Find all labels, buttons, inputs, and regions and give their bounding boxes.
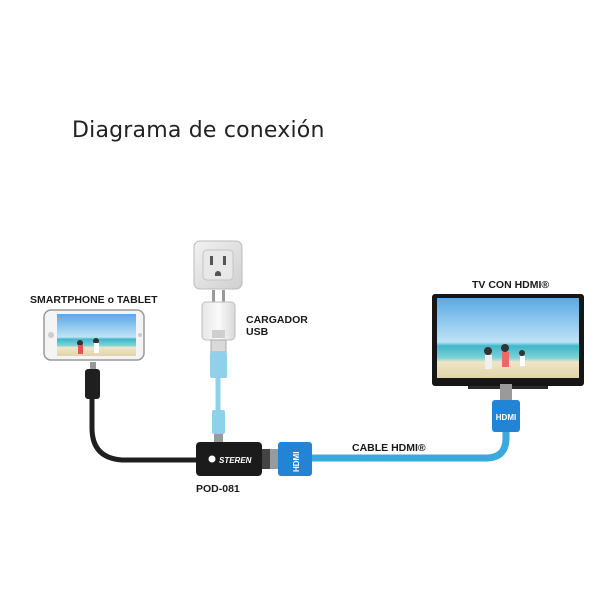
otg-cable <box>89 395 199 463</box>
tv-label: TV CON HDMI® <box>472 279 550 291</box>
smartphone-icon <box>43 309 145 361</box>
charger-label-line2: USB <box>246 326 269 338</box>
hdmi-plug-adapter-text: HDMI <box>292 452 301 472</box>
charger-label-line1: CARGADOR <box>246 314 308 326</box>
smartphone-label: SMARTPHONE o TABLET <box>30 294 158 306</box>
adapter-brand-text: STEREN <box>219 456 252 465</box>
adapter-label: POD-081 <box>196 483 240 495</box>
charger-label: CARGADOR USB <box>246 314 308 338</box>
hdmi-cable-label: CABLE HDMI® <box>352 442 426 454</box>
diagram-title: Diagrama de conexión <box>72 118 325 143</box>
micro-usb-plug-icon <box>85 362 100 399</box>
usb-charger-icon <box>201 290 236 341</box>
hdmi-cable <box>308 428 510 462</box>
tv-icon <box>432 294 584 389</box>
usb-plug-bottom-icon <box>212 410 225 442</box>
hdmi-plug-tv-text: HDMI <box>496 413 516 422</box>
usb-plug-top-icon <box>210 339 227 378</box>
adapter-pod-081-icon: STEREN <box>196 442 274 476</box>
wall-outlet-icon <box>193 240 243 290</box>
hdmi-plug-adapter-icon: HDMI <box>270 442 312 476</box>
hdmi-plug-tv-icon: HDMI <box>492 384 520 432</box>
